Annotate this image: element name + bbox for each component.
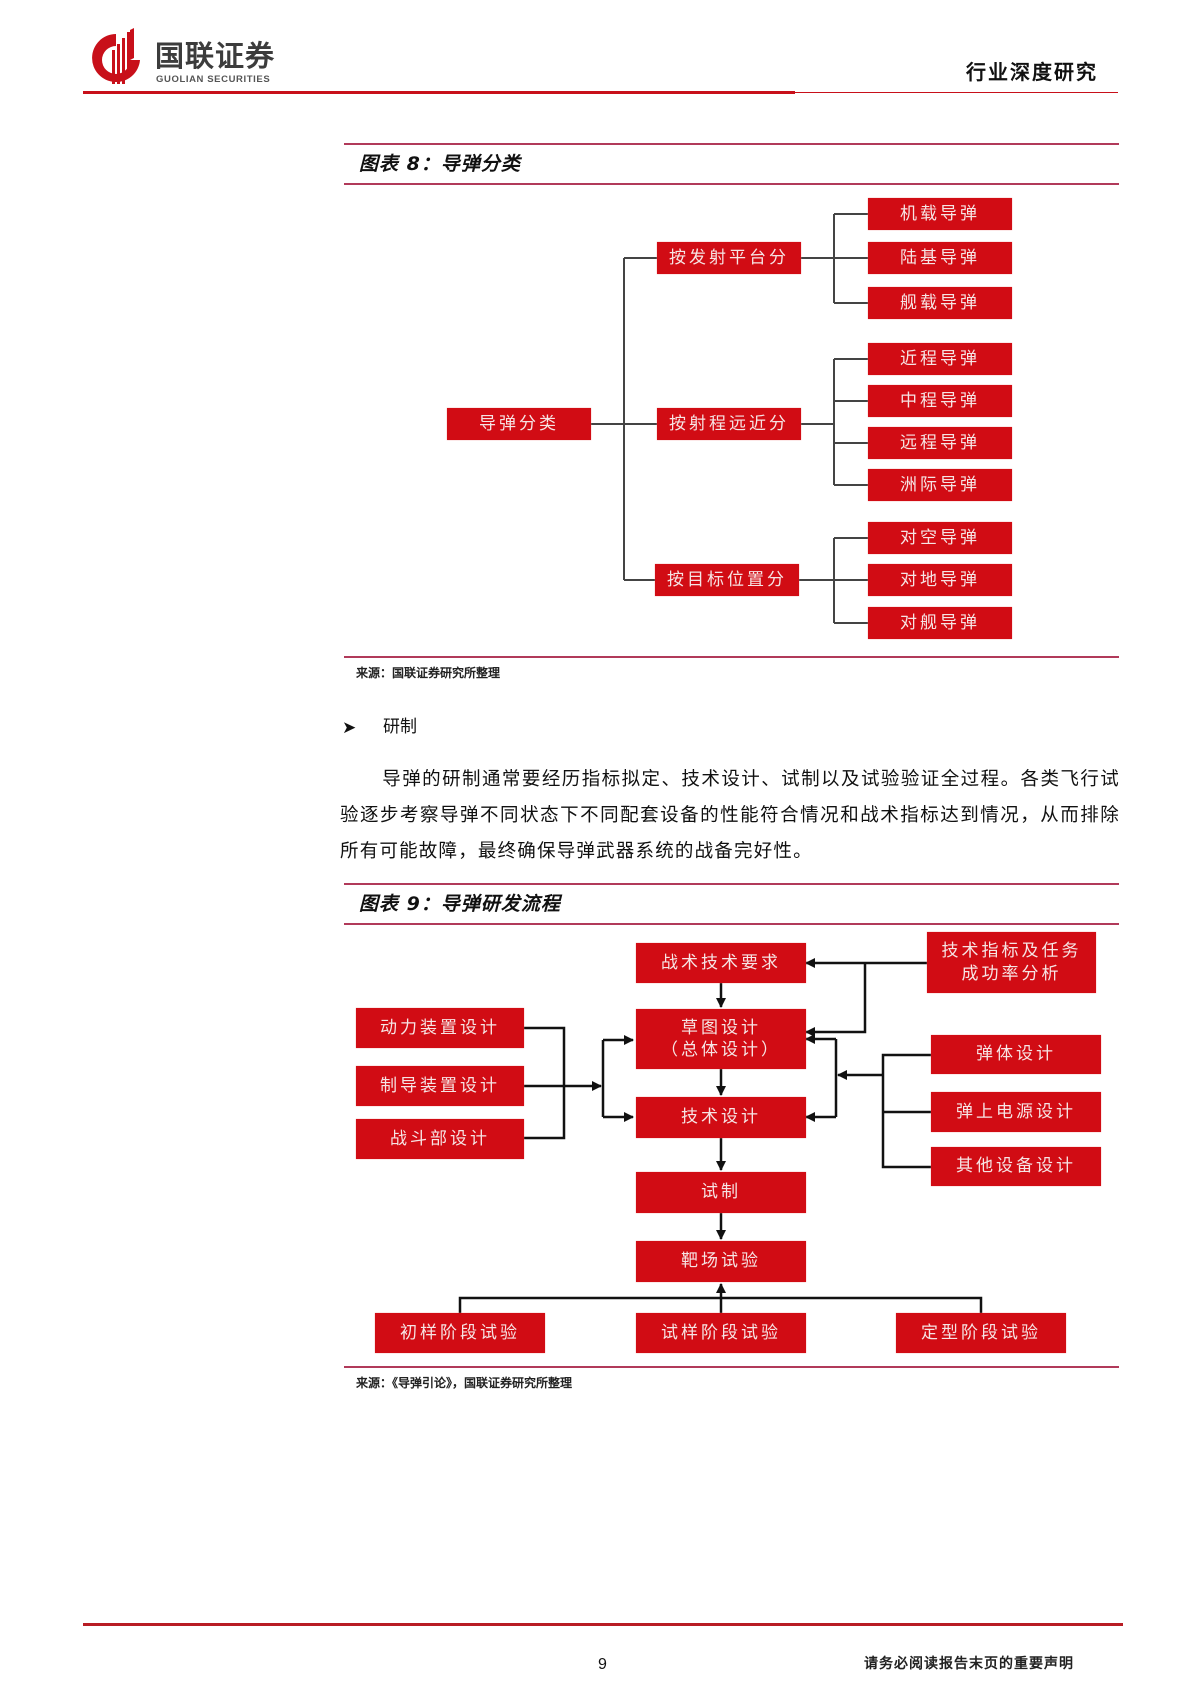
tree-leaf-node: 舰载导弹 xyxy=(868,287,1012,319)
tree-branch-node: 按射程远近分 xyxy=(657,408,801,440)
flow-node-test-stage: 试样阶段试验 xyxy=(636,1313,806,1353)
flow-node-range-test: 靶场试验 xyxy=(636,1241,806,1282)
flow-node-left-input: 战斗部设计 xyxy=(356,1119,524,1159)
flow-node-sketch-design: 草图设计 （总体设计） xyxy=(636,1009,806,1069)
flow-node-right-input: 其他设备设计 xyxy=(931,1147,1101,1186)
figure-8-title: 图表 8：导弹分类 xyxy=(359,153,521,175)
flow-node-test-stage: 定型阶段试验 xyxy=(896,1313,1066,1353)
figure-9-source: 来源：《导弹引论》，国联证券研究所整理 xyxy=(356,1376,573,1390)
tree-root-node: 导弹分类 xyxy=(447,408,591,440)
section-paragraph: 导弹的研制通常要经历指标拟定、技术设计、试制以及试验验证全过程。各类飞行试验逐步… xyxy=(340,762,1120,870)
tree-leaf-node: 机载导弹 xyxy=(868,198,1012,230)
tree-leaf-node: 对空导弹 xyxy=(868,522,1012,554)
figure-9-title-rule xyxy=(344,923,1119,925)
flow-node-right-input: 弹体设计 xyxy=(931,1035,1101,1074)
bullet-arrow-icon: ➤ xyxy=(342,718,357,738)
tree-leaf-node: 陆基导弹 xyxy=(868,242,1012,274)
logo-text-cn: 国联证券 xyxy=(155,39,276,73)
guolian-logo-icon xyxy=(92,28,140,84)
figure-8-bottom-rule xyxy=(344,656,1119,658)
figure-8-top-rule xyxy=(344,143,1119,145)
figure-9-title: 图表 9：导弹研发流程 xyxy=(359,893,561,915)
figure-9-top-rule xyxy=(344,883,1119,885)
figure-9-bottom-rule xyxy=(344,1366,1119,1368)
flow-node-technical-design: 技术设计 xyxy=(636,1097,806,1138)
paragraph-text: 导弹的研制通常要经历指标拟定、技术设计、试制以及试验验证全过程。各类飞行试验逐步… xyxy=(340,769,1120,862)
figure-8-title-rule xyxy=(344,183,1119,185)
tree-leaf-node: 对地导弹 xyxy=(868,564,1012,596)
flow-node-requirements: 战术技术要求 xyxy=(636,943,806,983)
tree-branch-node: 按目标位置分 xyxy=(655,564,799,596)
tree-leaf-node: 洲际导弹 xyxy=(868,469,1012,501)
section-heading: 研制 xyxy=(383,717,417,737)
tree-leaf-node: 远程导弹 xyxy=(868,427,1012,459)
tree-leaf-node: 中程导弹 xyxy=(868,385,1012,417)
flow-node-trial-production: 试制 xyxy=(636,1172,806,1213)
flow-node-right-input: 弹上电源设计 xyxy=(931,1092,1101,1132)
header-rule-thick xyxy=(83,91,795,94)
figure-9-connectors xyxy=(458,958,983,1313)
flow-node-tech-index-analysis: 技术指标及任务 成功率分析 xyxy=(927,932,1096,993)
footer-rule xyxy=(83,1623,1123,1626)
flow-node-test-stage: 初样阶段试验 xyxy=(375,1313,545,1353)
tree-branch-node: 按发射平台分 xyxy=(657,242,801,274)
figure-8-source: 来源：国联证券研究所整理 xyxy=(356,666,501,680)
report-type-label: 行业深度研究 xyxy=(966,60,1098,84)
flow-node-left-input: 动力装置设计 xyxy=(356,1008,524,1048)
disclaimer-note: 请务必阅读报告末页的重要声明 xyxy=(864,1656,1074,1672)
figure-8-connectors xyxy=(591,213,868,624)
tree-leaf-node: 对舰导弹 xyxy=(868,607,1012,639)
flow-node-left-input: 制导装置设计 xyxy=(356,1066,524,1106)
header-rule-thin xyxy=(795,92,1118,93)
tree-leaf-node: 近程导弹 xyxy=(868,343,1012,375)
page-number: 9 xyxy=(598,1656,607,1673)
logo-text-en: GUOLIAN SECURITIES xyxy=(156,74,271,85)
